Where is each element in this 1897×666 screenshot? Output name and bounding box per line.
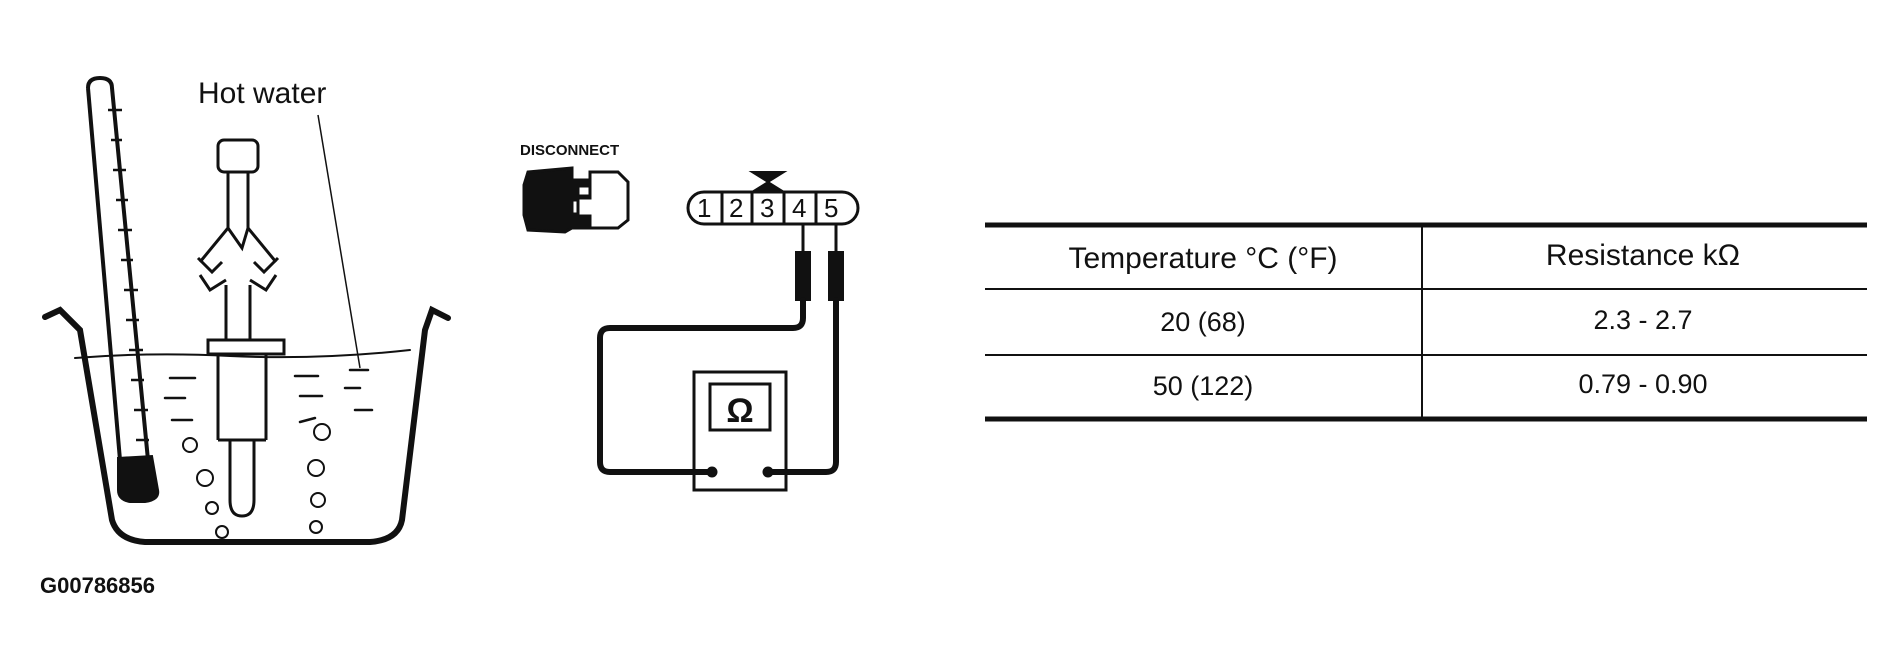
- pin-2: 2: [729, 193, 743, 223]
- table-header-resistance: Resistance kΩ: [1546, 239, 1740, 272]
- bubbles: [182, 423, 331, 539]
- disconnect-label: DISCONNECT: [520, 142, 619, 159]
- pin-5: 5: [824, 193, 838, 223]
- table-cell-temp-2: 50 (122): [1153, 371, 1254, 401]
- disconnect-icon: [522, 166, 630, 234]
- thermometer: [86, 75, 160, 503]
- thermometer-scale: [108, 108, 149, 442]
- pin-4: 4: [792, 193, 806, 223]
- pin-3: 3: [760, 193, 774, 223]
- hot-water-label: Hot water: [198, 77, 326, 110]
- water-surface: [74, 349, 411, 359]
- meter-terminal-right: [762, 466, 774, 478]
- beaker: [42, 305, 451, 545]
- test-leads: [597, 222, 844, 475]
- table-cell-res-1: 2.3 - 2.7: [1593, 305, 1692, 335]
- table-cell-res-2: 0.79 - 0.90: [1578, 369, 1707, 399]
- figure-id: G00786856: [40, 573, 155, 598]
- probe-left: [795, 251, 811, 301]
- pin-1: 1: [697, 193, 711, 223]
- connector-lock-icon: [748, 171, 788, 193]
- beaker-illustration: [42, 305, 451, 545]
- ohmmeter: [692, 370, 788, 492]
- water-dashes: [163, 368, 374, 424]
- thermometer-bulb: [117, 454, 160, 503]
- ohm-symbol: Ω: [726, 392, 753, 430]
- resistance-table: [985, 222, 1867, 422]
- probe-right: [828, 251, 844, 301]
- meter-terminal-left: [706, 466, 718, 478]
- table-cell-temp-1: 20 (68): [1160, 307, 1246, 337]
- harness-connector: [686, 171, 860, 226]
- table-header-temperature: Temperature °C (°F): [1068, 242, 1337, 275]
- temperature-sensor: [196, 138, 286, 518]
- hot-water-leader: [317, 114, 361, 369]
